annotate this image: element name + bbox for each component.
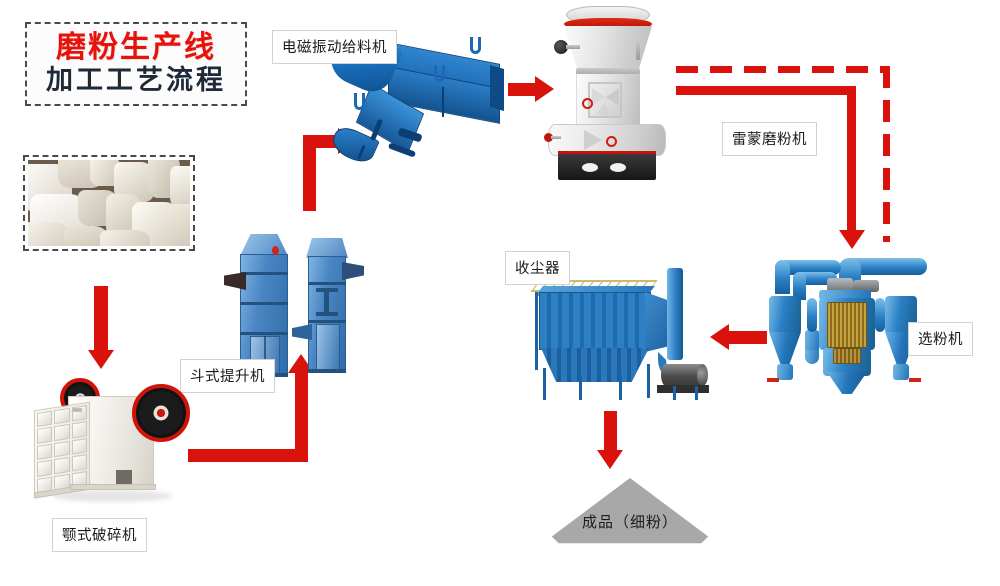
label-raymond-mill: 雷蒙磨粉机: [722, 122, 817, 156]
label-jaw-crusher: 颚式破碎机: [52, 518, 147, 552]
dust-collector-illustration: [527, 268, 709, 403]
flow-arrow-feeder-to-mill-shaft: [508, 83, 538, 96]
label-bucket-elevator: 斗式提升机: [180, 359, 275, 393]
label-powder-classifier: 选粉机: [908, 322, 973, 356]
flow-arrow-elevator-to-feeder-v: [303, 135, 316, 211]
flow-arrow-classifier-to-collector-head: [710, 324, 729, 350]
diagram-title-primary: 磨粉生产线: [56, 30, 216, 66]
jaw-crusher-illustration: [28, 378, 194, 503]
flow-arrow-feeder-to-mill-head: [535, 76, 554, 102]
flow-arrow-classifier-to-collector-shaft: [729, 331, 767, 344]
crusher-flywheel-front: [132, 384, 190, 442]
flow-arrow-collector-to-product-shaft: [604, 411, 617, 453]
flow-arrow-crusher-to-elevator-v: [295, 372, 308, 454]
flow-arrow-mill-to-classifier-v: [847, 86, 856, 234]
flow-arrow-photo-to-crusher-head: [88, 350, 114, 369]
flow-return-dashed-right: [883, 66, 890, 242]
flow-arrow-mill-to-classifier-head: [839, 230, 865, 249]
label-vibrating-feeder: 电磁振动给料机: [272, 30, 397, 64]
diagram-title-secondary: 加工工艺流程: [46, 64, 226, 96]
diagram-title-box: 磨粉生产线 加工工艺流程: [25, 22, 247, 106]
flow-arrow-photo-to-crusher-shaft: [94, 286, 108, 352]
raymond-mill-illustration: [540, 2, 672, 190]
flow-arrow-crusher-to-elevator-h: [188, 449, 308, 462]
flow-arrow-collector-to-product-head: [597, 450, 623, 469]
raw-material-photo-frame: [23, 155, 195, 251]
powder-classifier-illustration: [765, 252, 927, 397]
flow-arrow-mill-to-classifier-h: [676, 86, 856, 95]
bucket-elevator-illustration: [224, 228, 364, 378]
limestone-rock-photo: [28, 160, 190, 246]
label-dust-collector: 收尘器: [505, 251, 570, 285]
flow-arrow-crusher-to-elevator-head: [288, 354, 314, 373]
vibrating-feeder-illustration: [322, 23, 505, 190]
label-finished-product: 成品（细粉）: [581, 513, 678, 531]
finished-product-cone: 成品（细粉）: [545, 478, 715, 546]
flow-return-dashed-top: [676, 66, 890, 73]
flow-arrow-elevator-to-feeder-h: [303, 135, 341, 148]
